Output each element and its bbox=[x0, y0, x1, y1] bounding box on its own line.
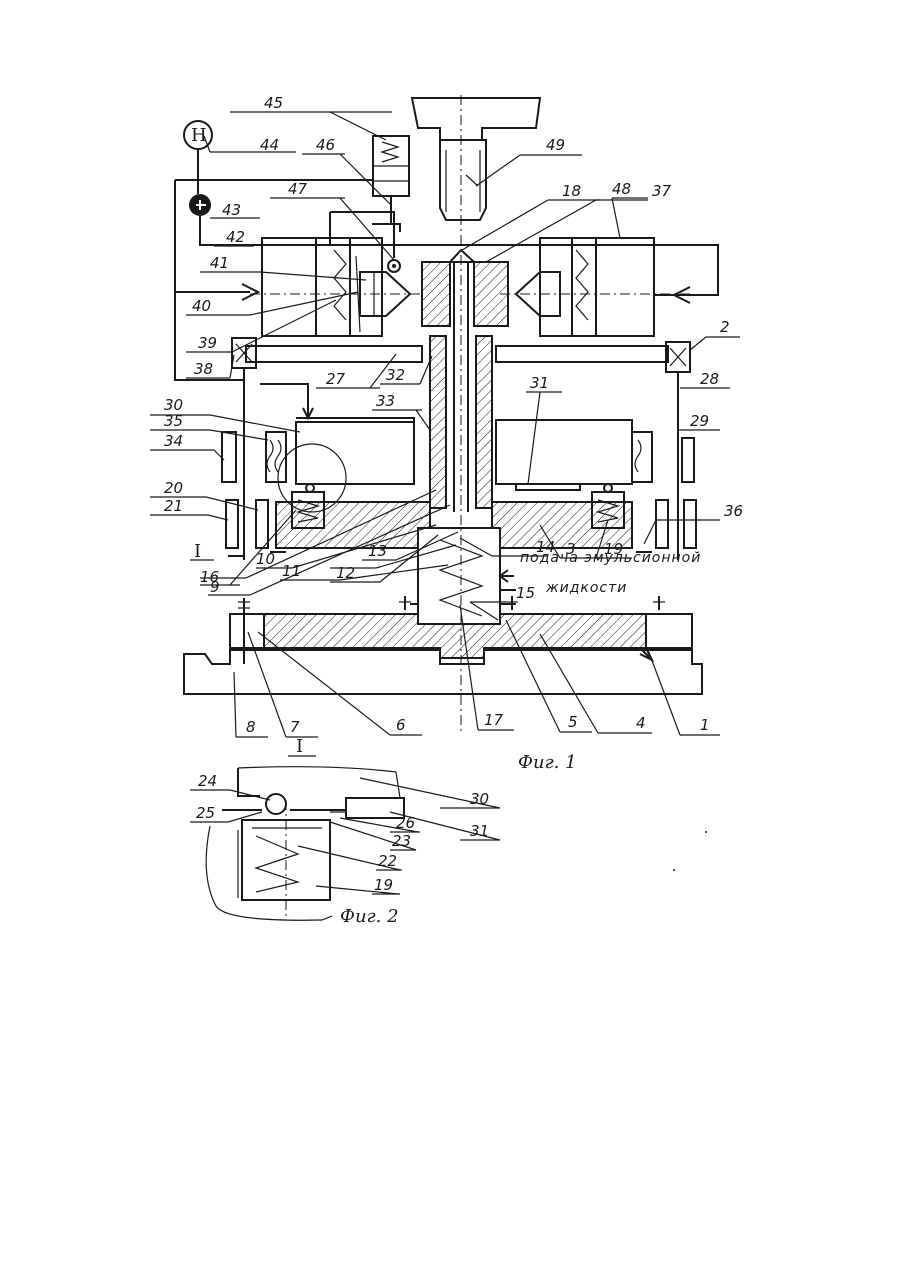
label-9: 9 bbox=[210, 578, 220, 596]
guide-29 bbox=[682, 438, 694, 482]
label-21: 21 bbox=[164, 497, 183, 515]
label-19-fig2: 19 bbox=[374, 876, 393, 894]
table-30 bbox=[296, 422, 414, 484]
label-7: 7 bbox=[290, 718, 300, 736]
label-32: 32 bbox=[386, 366, 405, 384]
label-49: 49 bbox=[546, 136, 565, 154]
label-3: 3 bbox=[566, 540, 576, 558]
detail-mark: I bbox=[194, 541, 201, 562]
spindle-sleeve-right bbox=[476, 336, 492, 508]
label-13: 13 bbox=[368, 542, 387, 560]
base-4 bbox=[264, 614, 646, 658]
label-48: 48 bbox=[612, 180, 631, 198]
lower-housing bbox=[418, 528, 500, 624]
label-31: 31 bbox=[530, 374, 549, 392]
spindle-sleeve-left bbox=[430, 336, 446, 508]
label-36: 36 bbox=[724, 502, 743, 520]
label-30-fig2: 30 bbox=[470, 790, 489, 808]
label-45: 45 bbox=[264, 94, 283, 112]
label-29: 29 bbox=[690, 412, 709, 430]
figure-2: I 24 25 30 31 26 23 22 19 Фиг. bbox=[190, 736, 500, 927]
label-22: 22 bbox=[378, 852, 397, 870]
label-2: 2 bbox=[720, 318, 730, 336]
feed-note-line2: жидкости bbox=[545, 580, 627, 596]
label-43: 43 bbox=[222, 201, 241, 219]
label-20: 20 bbox=[164, 479, 183, 497]
left-clamp-cylinder bbox=[262, 238, 382, 336]
label-25: 25 bbox=[196, 804, 215, 822]
label-8: 8 bbox=[246, 718, 256, 736]
label-18: 18 bbox=[562, 182, 581, 200]
ball-24 bbox=[266, 794, 286, 814]
label-44: 44 bbox=[260, 136, 279, 154]
caption-fig1: Фиг. 1 bbox=[518, 752, 577, 773]
detail-title: I bbox=[296, 736, 303, 757]
label-46: 46 bbox=[316, 136, 335, 154]
label-33: 33 bbox=[376, 392, 395, 410]
pump-letter: H bbox=[191, 125, 207, 146]
label-5: 5 bbox=[568, 713, 578, 731]
spindle-head bbox=[412, 98, 540, 140]
tool-49 bbox=[440, 140, 486, 220]
label-31-fig2: 31 bbox=[470, 822, 489, 840]
workpiece-right bbox=[474, 262, 508, 326]
label-23: 23 bbox=[392, 832, 411, 850]
label-35: 35 bbox=[164, 412, 183, 430]
label-38: 38 bbox=[194, 360, 213, 378]
label-11: 11 bbox=[282, 562, 301, 580]
label-39: 39 bbox=[198, 334, 217, 352]
label-28: 28 bbox=[700, 370, 719, 388]
label-47: 47 bbox=[288, 180, 308, 198]
figure-1: H bbox=[150, 94, 743, 773]
label-12: 12 bbox=[336, 564, 355, 582]
label-40: 40 bbox=[192, 297, 211, 315]
guide-34 bbox=[222, 432, 236, 482]
bar-right bbox=[496, 346, 668, 362]
label-10: 10 bbox=[256, 550, 275, 568]
label-42: 42 bbox=[226, 228, 245, 246]
label-27: 27 bbox=[326, 370, 346, 388]
caption-fig2: Фиг. 2 bbox=[340, 906, 399, 927]
label-17: 17 bbox=[484, 711, 504, 729]
label-24: 24 bbox=[198, 772, 217, 790]
label-15: 15 bbox=[516, 584, 535, 602]
label-19: 19 bbox=[604, 540, 623, 558]
label-37: 37 bbox=[652, 182, 672, 200]
label-34: 34 bbox=[164, 432, 183, 450]
label-1: 1 bbox=[700, 716, 710, 734]
label-4: 4 bbox=[636, 714, 646, 732]
label-26: 26 bbox=[396, 814, 415, 832]
label-41: 41 bbox=[210, 254, 229, 272]
table-31 bbox=[496, 420, 632, 484]
label-6: 6 bbox=[396, 716, 406, 734]
workpiece-left bbox=[422, 262, 450, 326]
label-14: 14 bbox=[536, 538, 555, 556]
